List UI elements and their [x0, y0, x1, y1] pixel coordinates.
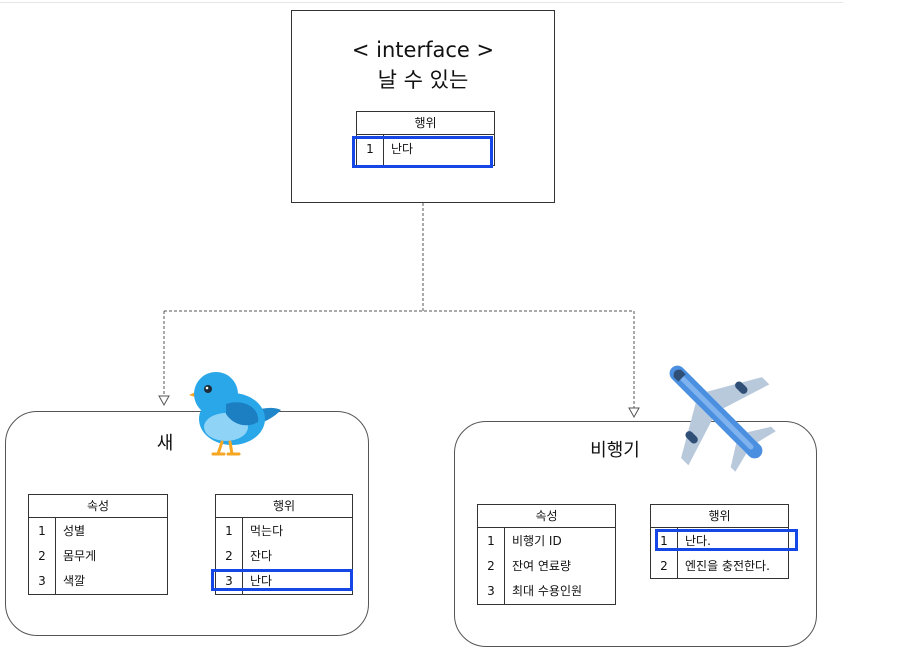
table-row: 1 성별 — [29, 519, 167, 544]
row-number: 1 — [487, 534, 495, 548]
row-text: 엔진을 충전한다. — [685, 559, 770, 573]
table-row: 3 색깔 — [29, 569, 167, 594]
table-row: 2 엔진을 충전한다. — [651, 554, 788, 579]
table-row: 2 잔다 — [216, 544, 352, 569]
table-row: 1 난다. — [651, 529, 788, 554]
row-text: 몸무게 — [63, 549, 97, 563]
bird-behavior-table: 행위 1 먹는다 2 잔다 3 난다 — [215, 494, 353, 595]
bird-icon — [189, 372, 281, 456]
table-row: 2 몸무게 — [29, 544, 167, 569]
airplane-attribute-table: 속성 1 비행기 ID 2 잔여 연료량 3 최대 수용인원 — [477, 504, 616, 605]
column-divider — [504, 527, 505, 604]
row-text: 최대 수용인원 — [512, 584, 583, 598]
column-divider — [677, 527, 678, 578]
bird-attribute-table: 속성 1 성별 2 몸무게 3 색깔 — [28, 494, 168, 595]
bird-class-name: 새 — [156, 433, 174, 454]
table-row: 1 난다 — [357, 137, 494, 162]
arrowhead-right — [628, 407, 640, 419]
row-text: 난다 — [250, 574, 273, 588]
row-number: 3 — [225, 574, 233, 588]
row-number: 1 — [225, 524, 233, 538]
row-text: 잔여 연료량 — [512, 559, 572, 573]
interface-subtitle: 날 수 있는 — [377, 68, 469, 92]
row-number: 1 — [38, 524, 46, 538]
airplane-behavior-table: 행위 1 난다. 2 엔진을 충전한다. — [650, 504, 789, 579]
column-divider — [55, 517, 56, 594]
highlight-bird-fly — [211, 569, 353, 591]
table-header: 속성 — [478, 505, 615, 528]
highlight-airplane-fly — [655, 529, 798, 551]
row-text: 비행기 ID — [512, 534, 562, 548]
row-text: 난다. — [685, 534, 711, 548]
row-number: 2 — [225, 549, 233, 563]
row-number: 2 — [660, 559, 668, 573]
row-number: 1 — [366, 142, 374, 156]
table-row: 3 최대 수용인원 — [478, 579, 615, 604]
arrowhead-left — [158, 395, 170, 407]
interface-title: < interface > — [351, 38, 495, 62]
table-header: 속성 — [29, 495, 167, 518]
table-row: 3 난다 — [216, 569, 352, 594]
row-text: 잔다 — [250, 549, 273, 563]
row-number: 2 — [38, 549, 46, 563]
row-text: 색깔 — [63, 574, 86, 588]
table-row: 1 비행기 ID — [478, 529, 615, 554]
table-header: 행위 — [216, 495, 352, 518]
row-text: 난다 — [391, 142, 414, 156]
table-row: 2 잔여 연료량 — [478, 554, 615, 579]
interface-box — [291, 10, 555, 203]
column-divider — [242, 517, 243, 594]
table-row: 1 먹는다 — [216, 519, 352, 544]
row-text: 성별 — [63, 524, 86, 538]
highlight-interface-fly — [352, 136, 493, 168]
row-number: 3 — [38, 574, 46, 588]
row-text: 먹는다 — [250, 524, 284, 538]
table-header: 행위 — [357, 112, 494, 135]
table-header: 행위 — [651, 505, 788, 528]
airplane-icon — [669, 365, 776, 472]
row-number: 2 — [487, 559, 495, 573]
top-divider — [0, 2, 843, 3]
column-divider — [383, 134, 384, 165]
airplane-class-name: 비행기 — [590, 440, 640, 461]
row-number: 1 — [660, 534, 668, 548]
row-number: 3 — [487, 584, 495, 598]
